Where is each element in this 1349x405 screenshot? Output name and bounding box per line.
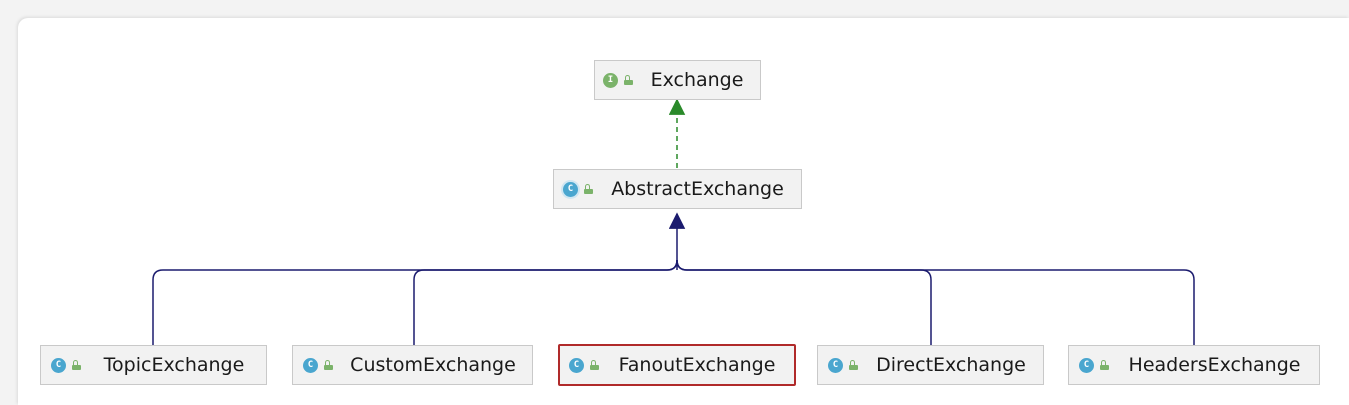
node-label: TopicExchange: [103, 354, 245, 376]
public-visibility-icon: [584, 184, 594, 194]
node-topic-exchange[interactable]: C TopicExchange: [40, 345, 267, 385]
public-visibility-icon: [590, 360, 600, 370]
edge-extends-topic: [152, 259, 678, 345]
abstract-class-icon: C: [563, 181, 578, 197]
node-label: HeadersExchange: [1128, 354, 1301, 376]
node-direct-exchange[interactable]: C DirectExchange: [817, 345, 1044, 385]
node-label: AbstractExchange: [611, 178, 784, 200]
node-headers-exchange[interactable]: C HeadersExchange: [1068, 345, 1320, 385]
edge-extends-headers: [676, 259, 1195, 345]
node-custom-exchange[interactable]: C CustomExchange: [292, 345, 533, 385]
class-icon: C: [828, 357, 843, 373]
edge-extends-direct: [676, 259, 932, 345]
class-icon: C: [569, 357, 584, 373]
node-fanout-exchange[interactable]: C FanoutExchange: [558, 344, 796, 386]
node-label: Exchange: [650, 69, 744, 91]
node-label: FanoutExchange: [618, 354, 776, 376]
public-visibility-icon: [72, 360, 82, 370]
class-icon: C: [1079, 357, 1094, 373]
diagram-canvas: I Exchange C AbstractExchange C TopicExc…: [18, 18, 1349, 405]
edges-layer: [152, 98, 1195, 345]
public-visibility-icon: [624, 75, 634, 85]
class-icon: C: [303, 357, 318, 373]
class-icon: C: [51, 357, 66, 373]
interface-icon: I: [603, 72, 618, 88]
edge-extends-custom: [413, 259, 678, 345]
public-visibility-icon: [1100, 360, 1110, 370]
node-label: CustomExchange: [350, 354, 516, 376]
node-label: DirectExchange: [876, 354, 1026, 376]
node-abstract-exchange[interactable]: C AbstractExchange: [553, 169, 802, 209]
public-visibility-icon: [324, 360, 334, 370]
public-visibility-icon: [849, 360, 859, 370]
node-exchange[interactable]: I Exchange: [594, 60, 761, 100]
